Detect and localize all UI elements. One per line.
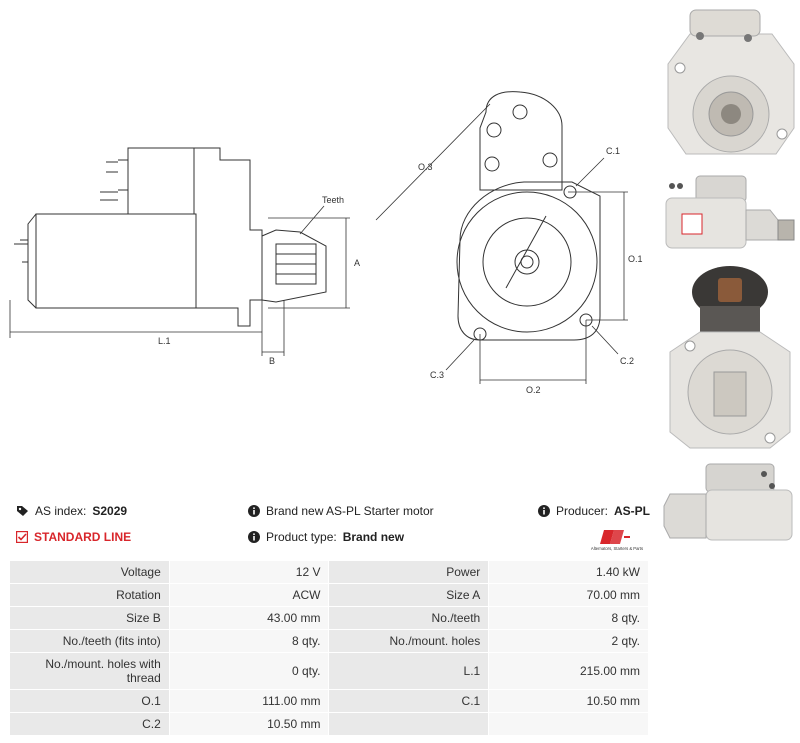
spec-label: No./mount. holes with thread [9, 652, 170, 690]
tag-icon [17, 506, 28, 516]
product-type: Product type: Brand new [248, 530, 404, 544]
spec-value [488, 712, 649, 736]
product-photo-top[interactable] [660, 460, 800, 550]
dimension-c1-label: C.1 [606, 146, 620, 156]
side-view-drawing [14, 147, 327, 327]
technical-drawing: Teeth A B L.1 O.3 C.1 O.1 C.2 C.3 O.2 [9, 91, 643, 395]
spec-label: Power [328, 560, 490, 584]
info-icon [248, 505, 260, 517]
front-view-drawing [456, 91, 601, 341]
spec-label: Size B [9, 606, 170, 630]
front-view-dimensions [375, 103, 628, 384]
spec-value: 8 qty. [488, 606, 649, 630]
info-icon [248, 531, 260, 543]
brand-logo: Alternators, Starters & Parts [584, 528, 650, 552]
description: Brand new AS-PL Starter motor [248, 504, 434, 518]
spec-value: 10.50 mm [488, 689, 649, 713]
spec-value: 8 qty. [168, 629, 330, 653]
spec-label: L.1 [328, 652, 490, 690]
standard-line: STANDARD LINE [16, 530, 131, 544]
product-type-label: Product type: [266, 530, 337, 544]
product-type-value: Brand new [342, 530, 405, 544]
spec-value: 215.00 mm [488, 652, 649, 690]
producer: Producer: AS-PL [537, 504, 650, 518]
product-info: AS index: S2029 STANDARD LINE Brand new … [14, 504, 654, 552]
dimension-l1-label: L.1 [158, 336, 171, 346]
as-index-value: S2029 [92, 504, 128, 518]
spec-value: 10.50 mm [168, 712, 330, 736]
spec-value: ACW [168, 583, 330, 607]
standard-line-label: STANDARD LINE [34, 530, 132, 544]
spec-row: No./teeth (fits into)8 qty.No./mount. ho… [9, 629, 649, 653]
product-photo-rear[interactable] [660, 262, 800, 452]
dimension-a-label: A [354, 258, 360, 268]
check-square-icon [16, 531, 28, 543]
as-index-label: AS index: [35, 504, 87, 518]
spec-label: C.1 [328, 689, 490, 713]
spec-value: 1.40 kW [488, 560, 649, 584]
producer-value: AS-PL [614, 504, 650, 518]
product-photo-side[interactable] [660, 170, 800, 252]
dimension-c3-label: C.3 [430, 370, 444, 380]
side-view-dimensions [9, 205, 350, 356]
spec-label: C.2 [9, 712, 170, 736]
dimension-b-label: B [269, 356, 275, 366]
dimension-o1-label: O.1 [628, 254, 643, 264]
product-photo-gallery [660, 0, 800, 560]
spec-label [328, 712, 490, 736]
spec-label: O.1 [9, 689, 170, 713]
spec-label: Voltage [9, 560, 170, 584]
as-pl-logo-icon: Alternators, Starters & Parts [591, 530, 643, 551]
spec-label: No./mount. holes [328, 629, 490, 653]
spec-label: Rotation [9, 583, 170, 607]
spec-value: 70.00 mm [488, 583, 649, 607]
description-text: Brand new AS-PL Starter motor [266, 504, 434, 518]
dimension-o2-label: O.2 [526, 385, 541, 395]
brand-tagline: Alternators, Starters & Parts [591, 546, 643, 551]
producer-label: Producer: [555, 504, 608, 518]
as-index: AS index: S2029 [16, 504, 127, 518]
teeth-label: Teeth [322, 195, 344, 205]
spec-label: No./teeth [328, 606, 490, 630]
spec-label: No./teeth (fits into) [9, 629, 170, 653]
spec-value: 111.00 mm [168, 689, 330, 713]
info-icon [537, 505, 550, 517]
spec-value: 2 qty. [488, 629, 649, 653]
product-photo-front[interactable] [660, 4, 800, 162]
spec-value: 43.00 mm [168, 606, 330, 630]
spec-value: 0 qty. [168, 652, 330, 690]
dimension-o3-label: O.3 [418, 162, 433, 172]
spec-value: 12 V [168, 560, 330, 584]
dimension-c2-label: C.2 [620, 356, 634, 366]
spec-label: Size A [328, 583, 490, 607]
